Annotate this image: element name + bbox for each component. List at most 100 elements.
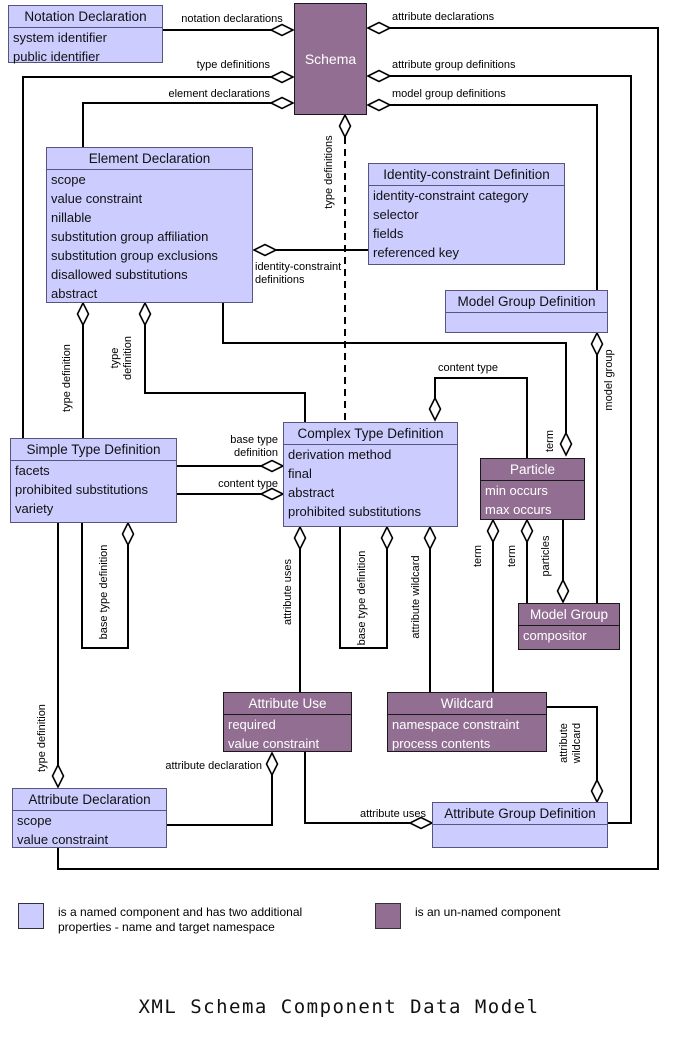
element-declaration-attr-4: substitution group affiliation	[51, 229, 209, 244]
aggregation-diamond-icon	[590, 331, 604, 357]
legend-named-text: is a named component and has two additio…	[58, 905, 302, 935]
element-declaration-title: Element Declaration	[47, 148, 252, 170]
notation-declaration-box: Notation Declaration system identifier pub…	[8, 5, 163, 64]
identity-constraint-definition-box: Identity-constraint Definition identity-c…	[368, 163, 565, 265]
aggregation-diamond-icon	[423, 525, 437, 551]
aggregation-diamond-icon	[486, 518, 500, 544]
legend-named-swatch	[18, 903, 44, 929]
edge-label-mgd-model-group: model group	[603, 349, 615, 410]
model-group-definition-title: Model Group Definition	[446, 291, 607, 313]
particle-box: Particle min occurs max occurs	[480, 458, 585, 520]
aggregation-diamond-icon	[559, 431, 573, 457]
complex-type-definition-box: Complex Type Definition derivation method…	[283, 422, 458, 527]
element-declaration-attr-5: substitution group exclusions	[51, 248, 218, 263]
notation-declaration-attr-1: system identifier	[13, 30, 107, 45]
edge-label-particle-term-wildcard: term	[472, 545, 484, 567]
edge-label-attribute-declarations: attribute declarations	[392, 11, 495, 23]
identity-constraint-definition-attr-2: selector	[373, 207, 419, 222]
wildcard-attr-1: namespace constraint	[392, 717, 520, 732]
legend-unnamed-text: is an un-named component	[415, 905, 560, 920]
aggregation-diamond-icon	[252, 243, 278, 257]
aggregation-diamond-icon	[293, 525, 307, 551]
particle-attr-1: min occurs	[485, 483, 548, 498]
edge-attribute-declarations	[57, 27, 659, 870]
schema-title: Schema	[304, 50, 357, 67]
attribute-use-attr-2: value constraint	[228, 736, 320, 751]
edge-std-base-type-definition	[81, 523, 129, 649]
wildcard-attr-2: process contents	[392, 736, 491, 751]
particle-title: Particle	[481, 459, 584, 481]
simple-type-definition-attr-3: variety	[15, 501, 54, 516]
edge-label-ad-type-definition: type definition	[36, 704, 48, 772]
edge-label-ed-type-definition: type definition	[61, 344, 73, 412]
attribute-declaration-attr-2: value constraint	[17, 832, 109, 847]
particle-attr-2: max occurs	[485, 502, 552, 517]
identity-constraint-definition-title: Identity-constraint Definition	[369, 164, 564, 186]
legend-unnamed-swatch	[375, 903, 401, 929]
edge-label-ctd-attribute-wildcard: attribute wildcard	[410, 555, 422, 638]
schema-box: Schema	[294, 3, 367, 115]
aggregation-diamond-icon	[520, 518, 534, 544]
simple-type-definition-attr-1: facets	[15, 463, 50, 478]
box-layer: Schema Notation Declaration system identif…	[8, 3, 620, 848]
edge-label-particle-term-element: term	[544, 430, 556, 452]
element-declaration-attr-6: disallowed substitutions	[51, 267, 188, 282]
edge-label-type-definitions-dashed: type definitions	[323, 135, 335, 209]
aggregation-diamond-icon	[76, 301, 90, 327]
notation-declaration-title: Notation Declaration	[9, 6, 162, 28]
attribute-declaration-box: Attribute Declaration scope value constrai…	[12, 788, 167, 848]
notation-declaration-attr-2: public identifier	[13, 49, 100, 64]
identity-constraint-definition-attr-4: referenced key	[373, 245, 459, 260]
edge-ctd-base-type-definition	[339, 527, 388, 649]
attribute-declaration-title: Attribute Declaration	[13, 789, 166, 811]
aggregation-diamond-icon	[366, 69, 392, 83]
edge-type-definitions-left	[22, 76, 271, 438]
complex-type-definition-attr-4: prohibited substitutions	[288, 504, 421, 519]
element-declaration-attr-1: scope	[51, 172, 86, 187]
legend-unnamed-line1: is an un-named component	[415, 905, 561, 919]
edge-label-ed-type-definition-2-2: definition	[122, 336, 134, 380]
complex-type-definition-attr-1: derivation method	[288, 447, 392, 462]
edge-element-declarations	[82, 102, 271, 147]
edge-label-content-type-particle: content type	[438, 362, 498, 374]
edge-label-type-definitions-left: type definitions	[197, 59, 271, 71]
edge-label-ctd-attribute-uses: attribute uses	[282, 558, 294, 625]
edge-label-ed-type-definition-2: type	[109, 348, 121, 369]
aggregation-diamond-icon	[428, 396, 442, 422]
aggregation-diamond-icon	[269, 96, 295, 110]
edge-label-base-type-definition-std-ctd-2: definition	[234, 447, 278, 459]
complex-type-definition-title: Complex Type Definition	[284, 423, 457, 445]
edge-au-attribute-declaration	[167, 775, 273, 826]
edge-label-attribute-group-definitions: attribute group definitions	[392, 59, 516, 71]
complex-type-definition-attr-3: abstract	[288, 485, 335, 500]
edge-label-element-declarations: element declarations	[168, 88, 270, 100]
edge-label-identity-constraint-definitions: identity-constraint	[255, 261, 341, 273]
edge-label-ctd-base-type-definition: base type definition	[356, 551, 368, 646]
attribute-use-title: Attribute Use	[224, 693, 351, 715]
attribute-group-definition-box: Attribute Group Definition	[432, 802, 608, 848]
attribute-use-attr-1: required	[228, 717, 276, 732]
aggregation-diamond-icon	[269, 23, 295, 37]
identity-constraint-definition-attr-3: fields	[373, 226, 404, 241]
aggregation-diamond-icon	[138, 301, 152, 327]
edge-attribute-group-definitions	[390, 75, 632, 824]
legend: is a named component and has two additio…	[0, 898, 678, 938]
legend-named-line2: properties - name and target namespace	[58, 920, 275, 934]
diagram-title: XML Schema Component Data Model	[138, 996, 540, 1018]
model-group-definition-box: Model Group Definition	[445, 290, 608, 333]
wildcard-title: Wildcard	[388, 693, 546, 715]
identity-constraint-definition-attr-1: identity-constraint category	[373, 188, 529, 203]
model-group-title: Model Group	[519, 604, 619, 626]
edge-label-content-type-std-ctd: content type	[218, 478, 278, 490]
complex-type-definition-attr-2: final	[288, 466, 312, 481]
edge-label-identity-constraint-definitions-2: definitions	[255, 274, 305, 286]
attribute-declaration-attr-1: scope	[17, 813, 52, 828]
edge-label-au-attribute-declaration: attribute declaration	[165, 760, 262, 772]
aggregation-diamond-icon	[366, 21, 392, 35]
edge-label-std-base-type-definition: base type definition	[98, 545, 110, 640]
aggregation-diamond-icon	[121, 521, 135, 547]
aggregation-diamond-icon	[338, 113, 352, 139]
edge-content-type-particle	[434, 377, 528, 458]
